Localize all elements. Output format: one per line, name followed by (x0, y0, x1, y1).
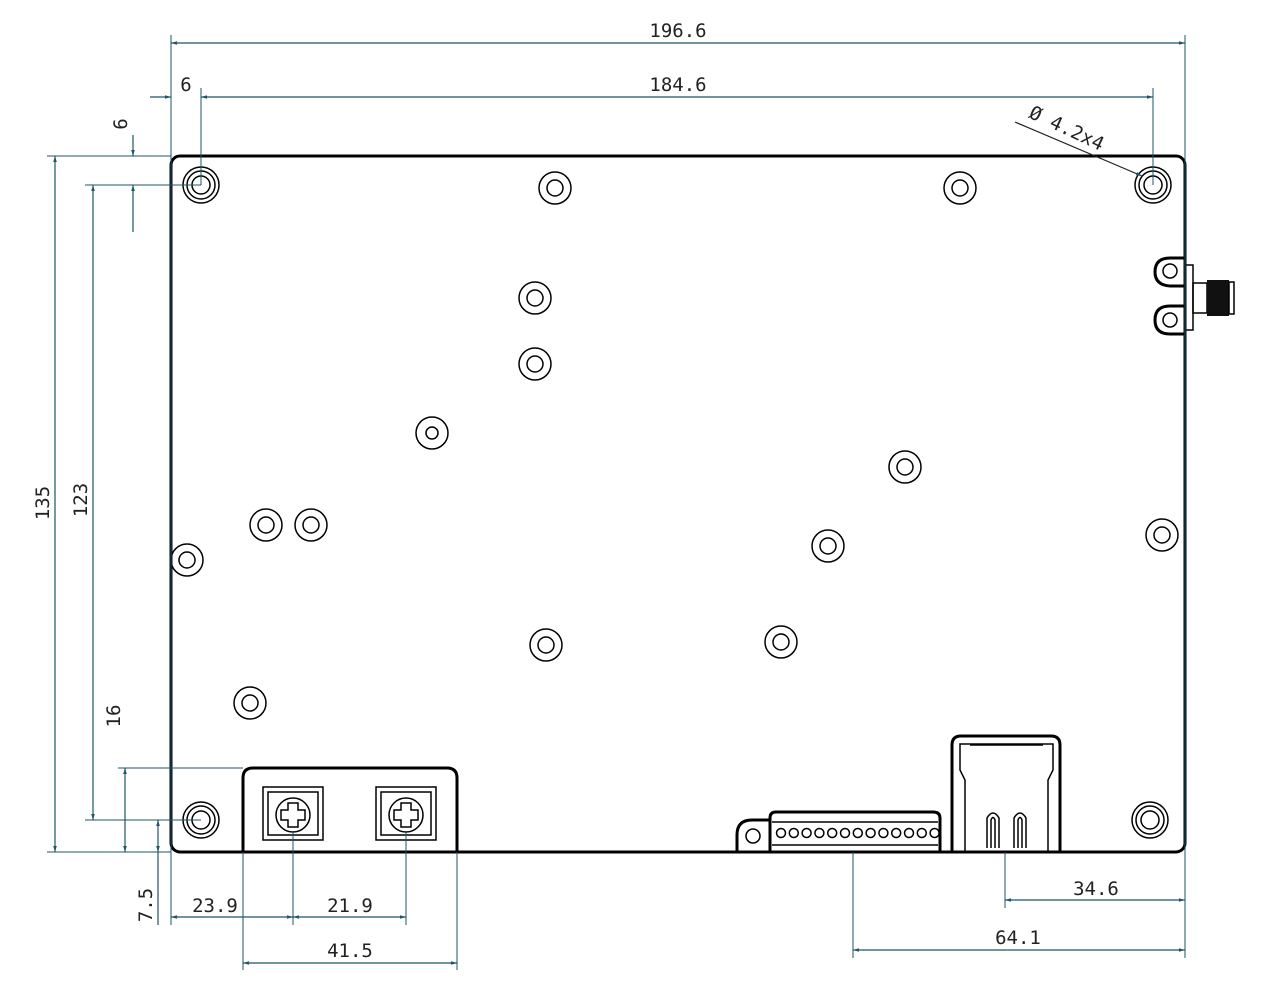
standoff (943, 171, 977, 205)
mounting-holes (182, 166, 1172, 839)
terminal-block (241, 766, 459, 852)
standoff (888, 450, 922, 484)
screw-icon (275, 797, 311, 833)
dim-hole-spacing-x: 184.6 (649, 74, 706, 96)
dim-hole-offset-x: 6 (180, 74, 191, 96)
header-pin (801, 827, 812, 839)
standoff (249, 508, 283, 542)
header-pin (878, 827, 889, 839)
dim-terminal-pitch: 21.9 (327, 895, 373, 917)
standoff (1145, 518, 1179, 552)
dimension-lines (53, 41, 1185, 965)
rj45-connector (950, 734, 1062, 852)
dim-terminal-height: 16 (103, 705, 125, 728)
dimension-labels: 196.6 184.6 6 6 135 123 16 7.5 23.9 21.9… (32, 20, 1119, 962)
extension-lines (47, 35, 1186, 970)
header-pin (826, 827, 838, 839)
standoff (518, 281, 552, 315)
pin-header (735, 810, 942, 852)
screw-icon (388, 797, 424, 833)
standoff (764, 625, 798, 659)
standoffs (170, 171, 1179, 720)
header-pin (916, 827, 928, 839)
standoff (170, 543, 204, 577)
hole-callout: Ø 4.2x4 (1026, 102, 1108, 156)
board-outline (169, 154, 1187, 854)
header-pin (839, 827, 851, 839)
dim-terminal-block-width: 41.5 (327, 940, 373, 962)
dim-hole-spacing-y: 123 (70, 483, 92, 517)
dim-overall-width: 196.6 (649, 20, 706, 42)
standoff (294, 508, 328, 542)
header-pin (929, 827, 940, 839)
standoff (233, 686, 267, 720)
header-pin (865, 827, 876, 839)
sma-connector (1153, 256, 1235, 336)
header-pin (903, 827, 915, 839)
dim-terminal1-x: 23.9 (192, 895, 238, 917)
dim-overall-height: 135 (32, 486, 54, 520)
standoff (811, 529, 845, 563)
dim-hole-offset-y: 6 (110, 118, 132, 129)
dim-header-x: 64.1 (995, 927, 1041, 949)
header-pin (890, 827, 902, 839)
dim-rj45-x: 34.6 (1073, 878, 1119, 900)
header-pin (788, 827, 800, 839)
header-pin (775, 827, 787, 839)
standoff (538, 171, 572, 205)
standoff (415, 416, 449, 450)
standoff (518, 347, 552, 381)
header-pin (852, 827, 864, 839)
header-pin (814, 827, 825, 839)
dim-hole-bottom-offset: 7.5 (135, 888, 157, 922)
standoff (529, 628, 563, 662)
